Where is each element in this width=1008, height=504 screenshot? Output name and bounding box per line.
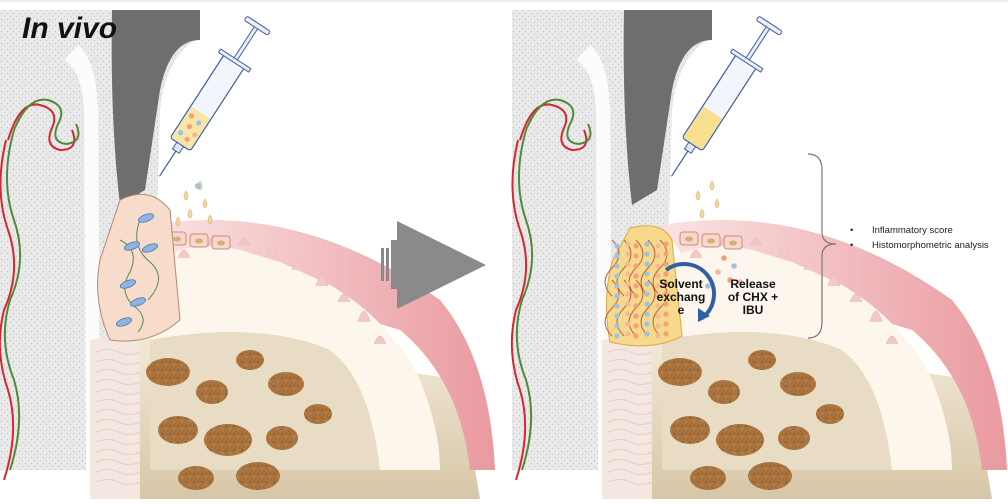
- bone-marrow-space: [178, 466, 214, 490]
- droplet-icon: [710, 181, 714, 190]
- cell-nucleus: [173, 237, 181, 242]
- drug-particle: [633, 253, 638, 258]
- drug-particle: [614, 303, 619, 308]
- release-label: Release of CHX + IBU: [718, 278, 788, 317]
- drug-particle: [633, 303, 638, 308]
- drug-particle: [663, 271, 668, 276]
- droplet-icon: [184, 191, 188, 200]
- cell-nucleus: [729, 241, 737, 246]
- bone-marrow-space: [690, 466, 726, 490]
- drug-particle: [614, 323, 619, 328]
- bone-marrow-space: [236, 350, 264, 370]
- drug-particle: [625, 291, 630, 296]
- drug-particle: [663, 241, 668, 246]
- drug-particle: [614, 273, 619, 278]
- drug-particle: [614, 333, 619, 338]
- droplet-icon: [696, 191, 700, 200]
- drug-particle: [625, 281, 630, 286]
- drug-particle: [625, 331, 630, 336]
- drug-particle: [195, 183, 201, 189]
- drug-particle: [663, 321, 668, 326]
- droplet-icon: [208, 215, 212, 224]
- drug-particle: [644, 271, 649, 276]
- outcome-inflammatory-score: Inflammatory score: [850, 223, 989, 238]
- drug-particle: [633, 293, 638, 298]
- bone-marrow-space: [266, 426, 298, 450]
- drug-particle: [625, 241, 630, 246]
- drug-particle: [655, 263, 660, 268]
- bone-marrow-space: [658, 358, 702, 386]
- bone-marrow-space: [748, 462, 792, 490]
- droplet-icon: [203, 199, 207, 208]
- released-particle: [731, 263, 737, 269]
- drug-particle: [614, 313, 619, 318]
- drug-particle: [655, 333, 660, 338]
- released-particle: [715, 269, 721, 275]
- drug-particle: [655, 253, 660, 258]
- released-particle: [721, 255, 727, 261]
- drug-particle: [614, 293, 619, 298]
- drug-particle: [655, 243, 660, 248]
- drug-particle: [625, 321, 630, 326]
- bone-marrow-space: [236, 462, 280, 490]
- title: In vivo: [22, 12, 117, 46]
- bone-marrow-space: [670, 416, 710, 444]
- drug-particle: [644, 241, 649, 246]
- droplet-icon: [176, 217, 180, 226]
- drug-particle: [644, 331, 649, 336]
- droplet-icon: [188, 209, 192, 218]
- panel-after: [512, 10, 1007, 499]
- drug-particle: [633, 283, 638, 288]
- bone-marrow-space: [708, 380, 740, 404]
- drug-particle: [614, 263, 619, 268]
- cell-nucleus: [195, 239, 203, 244]
- bone-marrow-space: [196, 380, 228, 404]
- drug-particle: [625, 311, 630, 316]
- drug-particle: [625, 261, 630, 266]
- outcome-histomorphometric: Histomorphometric analysis: [850, 238, 989, 253]
- cell-nucleus: [685, 237, 693, 242]
- drug-particle: [663, 251, 668, 256]
- drug-particle: [633, 273, 638, 278]
- droplet-icon: [715, 199, 719, 208]
- bone-marrow-space: [158, 416, 198, 444]
- bone-marrow-space: [268, 372, 304, 396]
- bone-marrow-space: [778, 426, 810, 450]
- bone-marrow-space: [204, 424, 252, 456]
- bone-marrow-space: [304, 404, 332, 424]
- drug-particle: [663, 331, 668, 336]
- cell-nucleus: [707, 239, 715, 244]
- drug-particle: [614, 283, 619, 288]
- drug-particle: [644, 261, 649, 266]
- drug-particle: [625, 271, 630, 276]
- droplet-icon: [700, 209, 704, 218]
- bone-marrow-space: [146, 358, 190, 386]
- bone-marrow-space: [716, 424, 764, 456]
- drug-particle: [663, 261, 668, 266]
- drug-particle: [614, 243, 619, 248]
- bone-marrow-space: [816, 404, 844, 424]
- drug-particle: [633, 333, 638, 338]
- outcome-list: Inflammatory score Histomorphometric ana…: [850, 223, 989, 253]
- cell-nucleus: [217, 241, 225, 246]
- drug-particle: [633, 243, 638, 248]
- solvent-exchange-label: Solvent exchang e: [646, 278, 716, 317]
- drug-particle: [633, 313, 638, 318]
- drug-particle: [633, 263, 638, 268]
- drug-particle: [614, 253, 619, 258]
- drug-particle: [655, 323, 660, 328]
- drug-particle: [625, 251, 630, 256]
- drug-particle: [633, 323, 638, 328]
- drug-particle: [644, 251, 649, 256]
- bone-marrow-space: [780, 372, 816, 396]
- drug-particle: [644, 321, 649, 326]
- bone-marrow-space: [748, 350, 776, 370]
- drug-particle: [625, 301, 630, 306]
